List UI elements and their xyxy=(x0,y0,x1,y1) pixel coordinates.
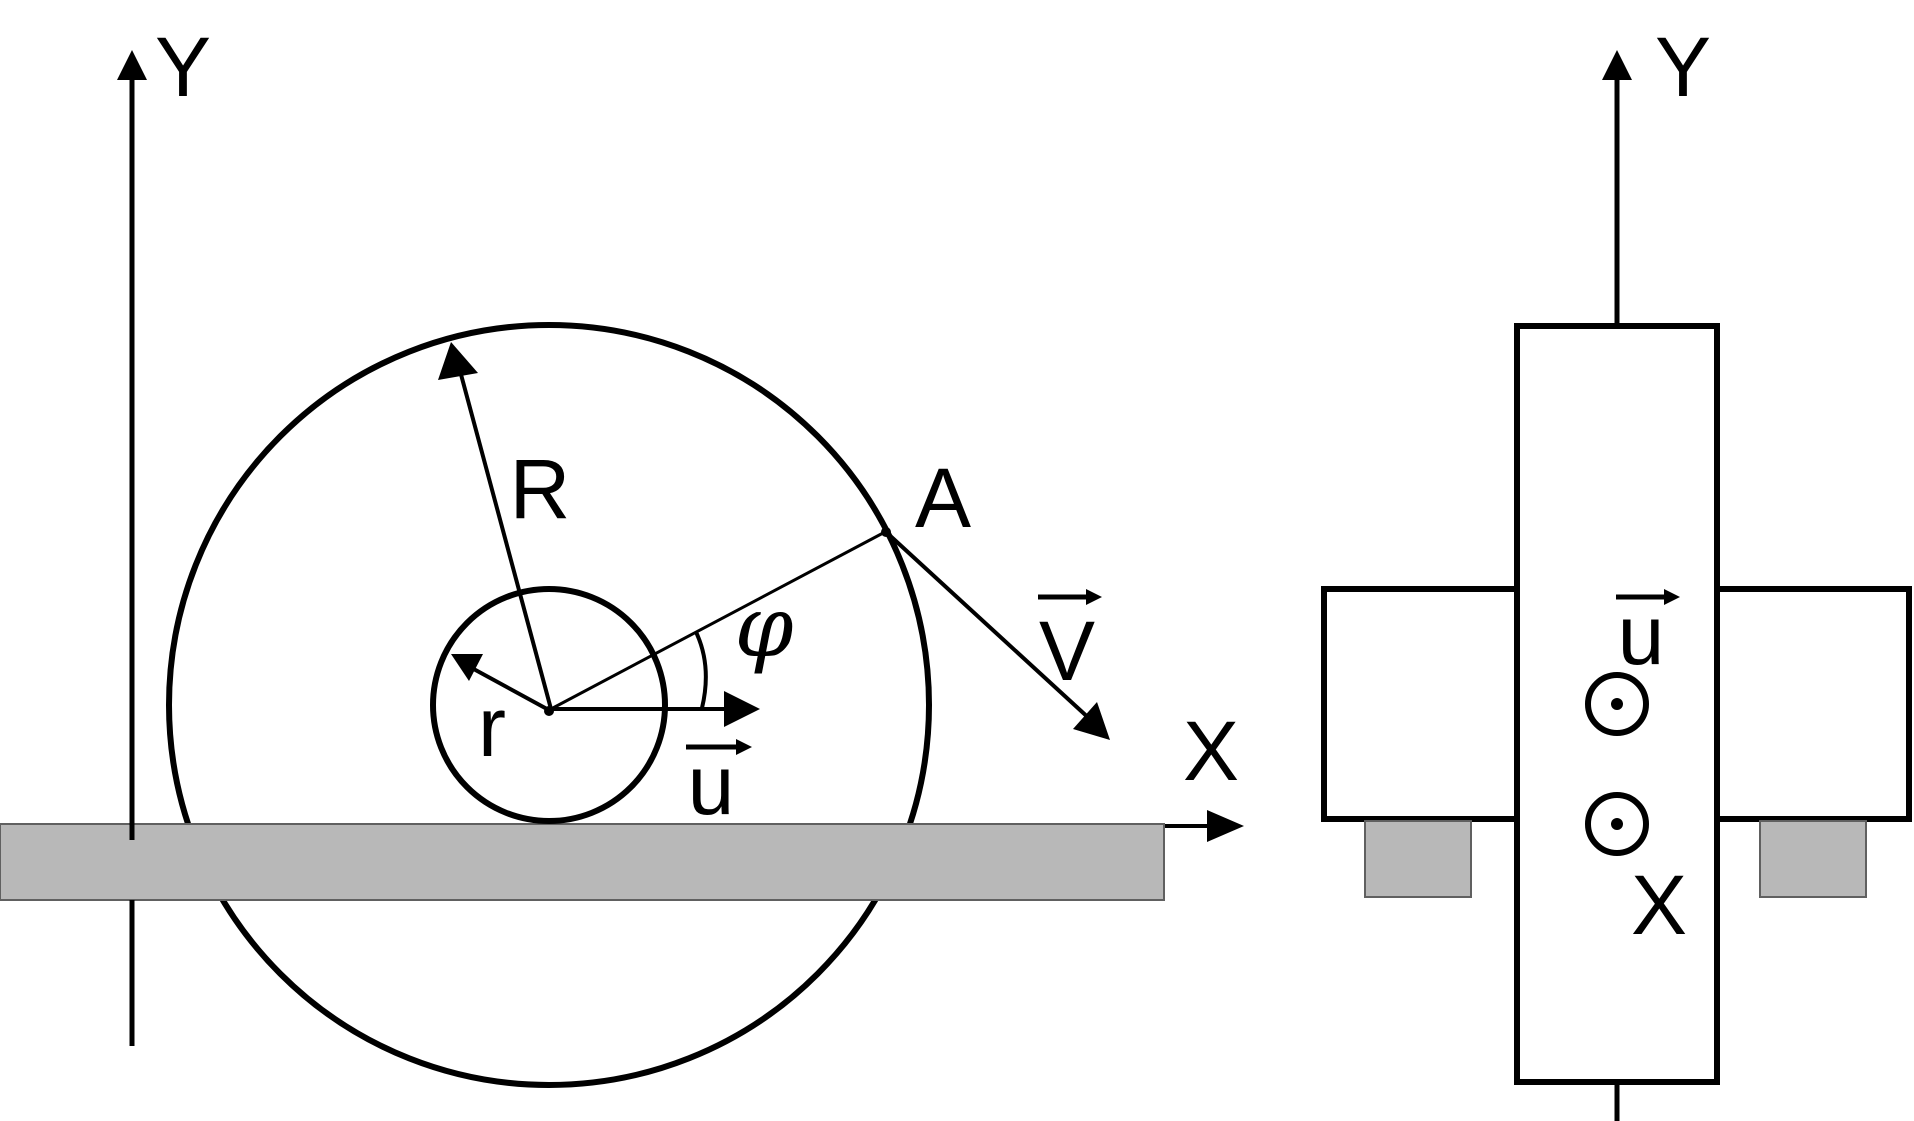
dot-in-circle-center xyxy=(1611,698,1623,710)
outer-radius-label: R xyxy=(510,442,571,536)
side-y-axis-arrowhead xyxy=(117,50,147,80)
velocity-arrowhead xyxy=(1073,702,1110,740)
dot-in-circle-icon xyxy=(1585,672,1649,736)
side-y-axis-label: Y xyxy=(155,20,211,114)
front-translation-label: u xyxy=(1618,588,1665,682)
translation-arrowhead xyxy=(724,691,760,727)
inner-radius-arrowhead xyxy=(451,654,483,681)
out-of-plane-symbol-upper xyxy=(1585,672,1649,736)
outer-wheel-circle xyxy=(166,322,932,1088)
front-left-rail xyxy=(1364,820,1472,898)
dot-in-circle-icon xyxy=(1585,792,1649,856)
inner-radius-arrow xyxy=(469,665,548,711)
rail xyxy=(0,823,1165,901)
translation-vector-bar-arrowhead xyxy=(736,739,752,755)
angle-phi-label: φ xyxy=(735,578,794,676)
front-translation-vector-bar-arrowhead xyxy=(1664,589,1680,605)
inner-radius-label: r xyxy=(478,680,506,774)
front-x-axis-label: X xyxy=(1631,858,1687,952)
center-to-point-a-line xyxy=(550,530,886,711)
inner-wheel-circle xyxy=(430,586,668,824)
outer-radius-arrowhead xyxy=(438,342,478,380)
side-x-axis-arrowhead xyxy=(1207,810,1244,842)
out-of-plane-symbol-lower xyxy=(1585,792,1649,856)
outer-radius-arrow xyxy=(457,366,553,710)
front-y-axis-label: Y xyxy=(1655,20,1711,114)
front-y-axis-arrowhead xyxy=(1602,50,1632,80)
angle-phi-arc xyxy=(694,631,708,709)
front-right-box xyxy=(1714,586,1912,822)
velocity-arrow xyxy=(884,530,1094,723)
velocity-label: V xyxy=(1039,604,1095,698)
side-x-axis-label: X xyxy=(1183,704,1239,798)
velocity-vector-bar-arrowhead xyxy=(1086,589,1102,605)
translation-label: u xyxy=(688,738,735,832)
point-a-label: A xyxy=(915,451,971,545)
dot-in-circle-center xyxy=(1611,818,1623,830)
side-view: Y X R r A V xyxy=(0,20,1244,1088)
front-right-rail xyxy=(1759,820,1867,898)
front-left-box xyxy=(1321,586,1524,822)
front-view: Y u X xyxy=(1321,20,1912,1121)
